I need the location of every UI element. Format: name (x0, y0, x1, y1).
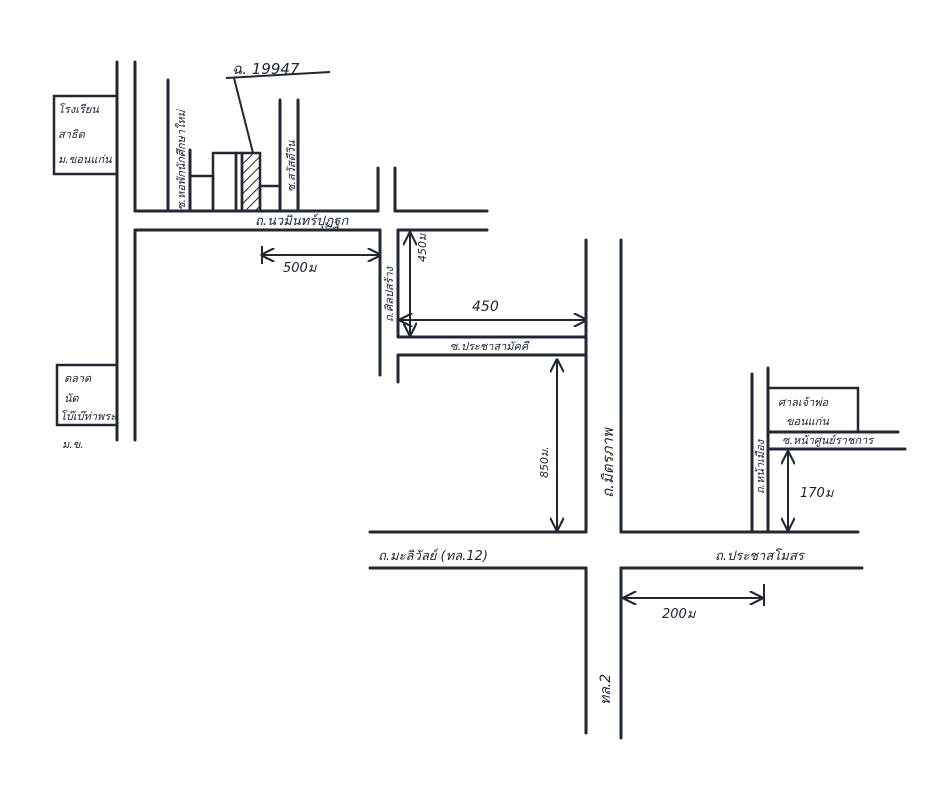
hwy2-label: ทล.2 (598, 674, 614, 705)
soi-west-label: ซ.หอพักนักศึกษาใหม่ (175, 108, 188, 210)
school-label-1: โรงเรียน (58, 103, 99, 116)
school-box (52, 94, 119, 176)
dim-500-label: 500ม (283, 261, 318, 276)
deed-label: ฉ. 19947 (232, 60, 300, 78)
market-label-2: นัด (64, 392, 80, 405)
market-box (55, 363, 119, 427)
mittraphap-label: ถ.มิตรภาพ (599, 427, 617, 498)
deed-leader-line (225, 71, 331, 79)
shrine-box (766, 386, 860, 434)
shrine-label-2: ขอนแก่น (786, 415, 829, 428)
soi-shrine-label: ซ.หน้าศูนย์ราชการ (782, 434, 875, 447)
market-label-1: ตลาด (64, 372, 92, 385)
dim-170-label: 170ม (800, 486, 835, 501)
soi-pracha-label: ซ.ประชาสามัคคี (450, 340, 530, 353)
building-middle (211, 151, 238, 213)
market-label-3: โบ๊เบ๊ท่าพระ (60, 410, 117, 423)
dim-450h-label: 450 (472, 299, 499, 315)
market-label-4: ม.ข. (62, 438, 84, 451)
shrine-label-1: ศาลเจ้าพ่อ (778, 396, 829, 409)
dim-450v-label: 450ม (416, 233, 429, 262)
building-right (258, 184, 282, 213)
school-label-2: สาธิต (58, 128, 86, 141)
building-left (188, 174, 215, 213)
parcel-hatched (240, 151, 262, 213)
deed-leader-pointer (233, 77, 254, 154)
north-road-label: ถ.นวมินทร์ปุฏฐก (255, 213, 349, 229)
silpa-road-label: ถ.ศิลปสร้าง (383, 265, 396, 322)
school-label-3: ม.ขอนแก่น (58, 153, 112, 166)
prachasamosorn-label: ถ.ประชาสโมสร (715, 548, 806, 564)
na-muang-label: ถ.หน้าเมือง (754, 438, 767, 494)
dim-850-label: 850ม. (538, 446, 551, 478)
soi-east-label: ซ.สวัสดีวิน (285, 140, 298, 192)
dim-200-label: 200ม (662, 607, 697, 622)
malilao-label: ถ.มะลิวัลย์ (ทล.12) (378, 548, 488, 564)
